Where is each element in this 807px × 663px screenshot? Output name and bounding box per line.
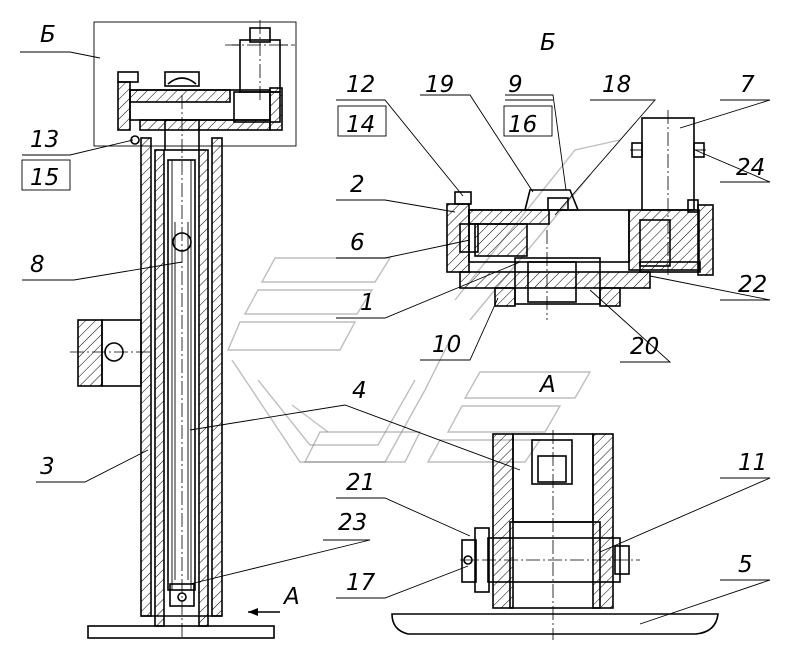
gearbox-left-wall <box>117 81 131 131</box>
part-label-24: 24 <box>736 155 765 181</box>
part-label-18: 18 <box>602 72 631 98</box>
detail-b-section <box>446 110 714 320</box>
inner-tube-right-wall <box>198 149 209 627</box>
base-plate <box>87 625 275 639</box>
labels: Б Б A A 12 14 19 9 16 18 7 24 2 6 1 10 2… <box>21 22 767 610</box>
housing-bottom-plate <box>459 271 651 289</box>
part-label-4: 4 <box>352 378 367 404</box>
view-a-section <box>391 430 719 640</box>
part-label-16: 16 <box>508 112 537 138</box>
part-label-5: 5 <box>738 552 753 578</box>
view-b-marker: Б <box>40 22 56 48</box>
part-label-6: 6 <box>350 230 365 256</box>
side-clamp-left <box>77 319 103 387</box>
output-bushing <box>514 257 601 305</box>
part-label-12: 12 <box>346 72 375 98</box>
part-label-17: 17 <box>346 570 376 596</box>
part-label-7: 7 <box>740 72 755 98</box>
gearbox-cap <box>164 71 200 87</box>
part-label-23: 23 <box>338 510 367 536</box>
part-label-10: 10 <box>432 332 461 358</box>
part-label-22: 22 <box>738 272 767 298</box>
part-label-3: 3 <box>40 454 55 480</box>
part-label-11: 11 <box>738 450 767 476</box>
part-label-20: 20 <box>630 334 659 360</box>
part-label-2: 2 <box>350 172 365 198</box>
watermark-logo <box>226 139 621 463</box>
view-b-title: Б <box>540 30 556 56</box>
worm-wheel <box>474 223 528 257</box>
gearbox-right-wall <box>269 87 283 131</box>
side-clamp-body <box>101 319 142 387</box>
outer-tube-right-wall <box>211 137 223 617</box>
washer <box>474 527 490 593</box>
part-label-9: 9 <box>508 72 523 98</box>
housing-left-wall <box>446 203 470 273</box>
view-a-arrow-label: A <box>282 584 300 610</box>
nut-block <box>531 439 573 485</box>
inner-tube-left-wall <box>154 149 165 627</box>
part-label-1: 1 <box>360 290 375 316</box>
detail-b-frame <box>93 21 297 147</box>
part-label-14: 14 <box>346 112 375 138</box>
part-label-19: 19 <box>425 72 454 98</box>
part-label-8: 8 <box>30 252 45 278</box>
part-label-13: 13 <box>30 127 59 153</box>
view-a-title: A <box>538 372 556 398</box>
main-column-view <box>70 20 297 640</box>
outer-tube-left-wall <box>140 137 152 617</box>
part-label-15: 15 <box>30 165 59 191</box>
part-label-21: 21 <box>346 470 375 496</box>
screw-shaft <box>167 159 196 591</box>
ski-plate <box>391 613 719 635</box>
